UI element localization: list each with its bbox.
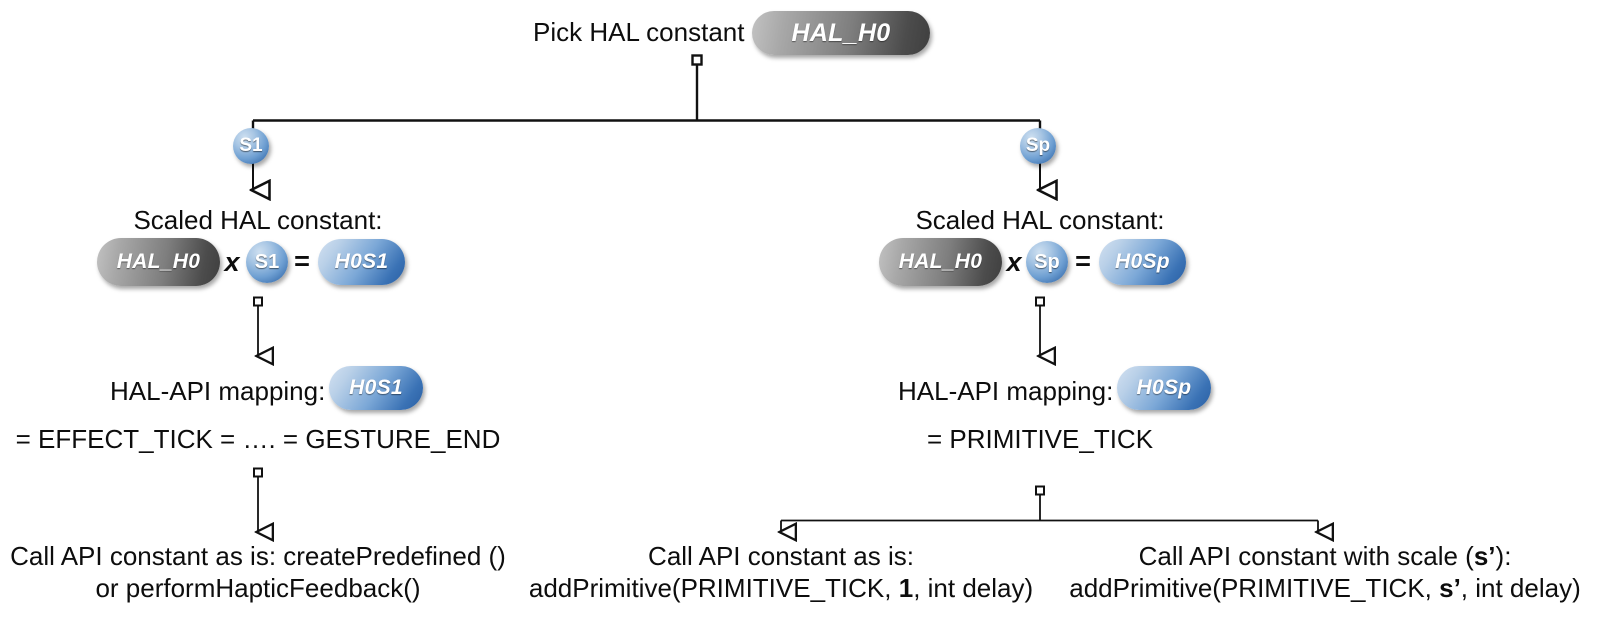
right-leaf-line1-pre: Call API constant with scale (	[1138, 541, 1474, 571]
connector-left-mapping-to-leaf	[253, 467, 262, 533]
left-mapping-expression: = EFFECT_TICK = …. = GESTURE_END	[15, 424, 501, 454]
right-leaf-scale-symbol: s’	[1473, 541, 1496, 571]
right-scaled-label: Scaled HAL constant:	[915, 205, 1165, 235]
branch-badge-sp[interactable]: Sp	[1020, 128, 1056, 164]
left-scaled-label: Scaled HAL constant:	[133, 205, 383, 235]
center-leaf-text: Call API constant as is: addPrimitive(PR…	[521, 540, 1041, 604]
center-leaf-line2: addPrimitive(PRIMITIVE_TICK, 1, int dela…	[529, 573, 1033, 603]
left-equals-operator: =	[294, 246, 310, 276]
left-mapping-pill[interactable]: H0S1	[329, 366, 423, 410]
right-leaf-scale-value: s’	[1439, 573, 1461, 603]
right-equals-operator: =	[1075, 246, 1091, 276]
center-leaf-line2-post: , int delay)	[913, 573, 1034, 603]
root-label: Pick HAL constant	[533, 17, 745, 47]
connector-left-scaled-to-mapping	[253, 296, 262, 357]
right-times-operator: x	[1006, 247, 1022, 277]
right-leaf-line1: Call API constant with scale (s’):	[1139, 541, 1512, 571]
right-mapping-expression: = PRIMITIVE_TICK	[926, 424, 1154, 454]
right-result-pill[interactable]: H0Sp	[1099, 239, 1186, 285]
right-operand-a-pill[interactable]: HAL_H0	[879, 238, 1002, 286]
branch-badge-s1[interactable]: S1	[233, 128, 269, 164]
connector-root	[251, 54, 1042, 133]
left-operand-a-pill[interactable]: HAL_H0	[97, 238, 220, 286]
center-leaf-line1: Call API constant as is:	[648, 541, 914, 571]
right-operand-b-badge[interactable]: Sp	[1026, 241, 1068, 283]
root-pill-hal-constant[interactable]: HAL_H0	[752, 11, 930, 55]
center-leaf-line2-pre: addPrimitive(PRIMITIVE_TICK,	[528, 573, 899, 603]
left-result-pill[interactable]: H0S1	[318, 239, 405, 285]
left-operand-b-badge[interactable]: S1	[246, 241, 288, 283]
right-leaf-line2-post: , int delay)	[1460, 573, 1581, 603]
right-mapping-label: HAL-API mapping:	[898, 376, 1114, 406]
center-leaf-scale-value: 1	[898, 573, 914, 603]
right-leaf-text: Call API constant with scale (s’): addPr…	[1058, 540, 1592, 604]
connector-right-scaled-to-mapping	[1035, 296, 1044, 357]
right-leaf-line2-pre: addPrimitive(PRIMITIVE_TICK,	[1069, 573, 1440, 603]
right-leaf-line1-post: ):	[1495, 541, 1512, 571]
left-leaf-line2: or performHapticFeedback()	[95, 573, 421, 603]
left-mapping-label: HAL-API mapping:	[110, 376, 326, 406]
left-times-operator: x	[224, 247, 240, 277]
left-leaf-text: Call API constant as is: createPredefine…	[8, 540, 508, 604]
right-mapping-pill[interactable]: H0Sp	[1117, 366, 1211, 410]
right-leaf-line2: addPrimitive(PRIMITIVE_TICK, s’, int del…	[1069, 573, 1581, 603]
left-leaf-line1: Call API constant as is: createPredefine…	[10, 541, 506, 571]
connector-right-mapping-split	[781, 485, 1318, 533]
